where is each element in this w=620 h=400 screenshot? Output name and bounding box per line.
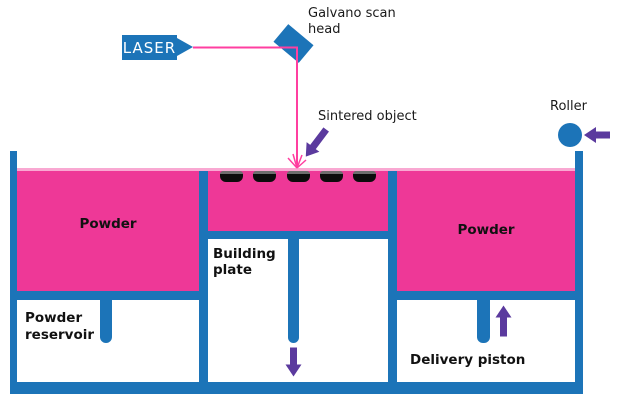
building-plate (208, 231, 388, 239)
delivery-piston-up-arrow-icon (495, 305, 512, 337)
powder-bed-left (17, 171, 199, 292)
powder-right-label: Powder (457, 222, 515, 238)
machine-wall-right (575, 151, 583, 394)
roller-label: Roller (550, 99, 587, 114)
laser-beam-icon (193, 46, 307, 169)
galvano-scan-head-label: Galvano scan head (308, 6, 396, 37)
machine-wall-reservoir-divider (199, 170, 208, 382)
roller-icon (558, 123, 582, 147)
building-piston-rod (288, 238, 299, 343)
sintered-object-piece (287, 171, 310, 182)
delivery-piston-plate (397, 291, 575, 300)
delivery-piston-label: Delivery piston (410, 352, 526, 368)
machine-base (10, 382, 583, 394)
building-piston-down-arrow-icon (285, 347, 302, 377)
machine-wall-delivery-divider (388, 170, 397, 382)
powder-left-label: Powder (79, 216, 137, 232)
sintered-object-piece (320, 171, 343, 182)
powder-surface-highlight (17, 168, 575, 171)
roller-direction-arrow-icon (584, 127, 610, 143)
sintered-object-piece (253, 171, 276, 182)
sintered-object-piece (220, 171, 243, 182)
powder-reservoir-label: Powder reservoir (25, 310, 95, 343)
building-plate-label: Building plate (213, 246, 276, 278)
powder-bed-right (397, 171, 575, 291)
reservoir-piston-plate (17, 291, 199, 300)
sintered-object-arrow-icon (305, 127, 330, 157)
reservoir-piston-rod (100, 299, 112, 343)
laser-label: LASER (122, 38, 177, 57)
sintered-object-label: Sintered object (318, 109, 417, 124)
machine-wall-left (10, 151, 17, 394)
laser-source: LASER (122, 35, 177, 60)
laser-emitter-tip-icon (177, 38, 193, 56)
sintered-object-piece (353, 171, 376, 182)
delivery-piston-rod (477, 299, 490, 343)
